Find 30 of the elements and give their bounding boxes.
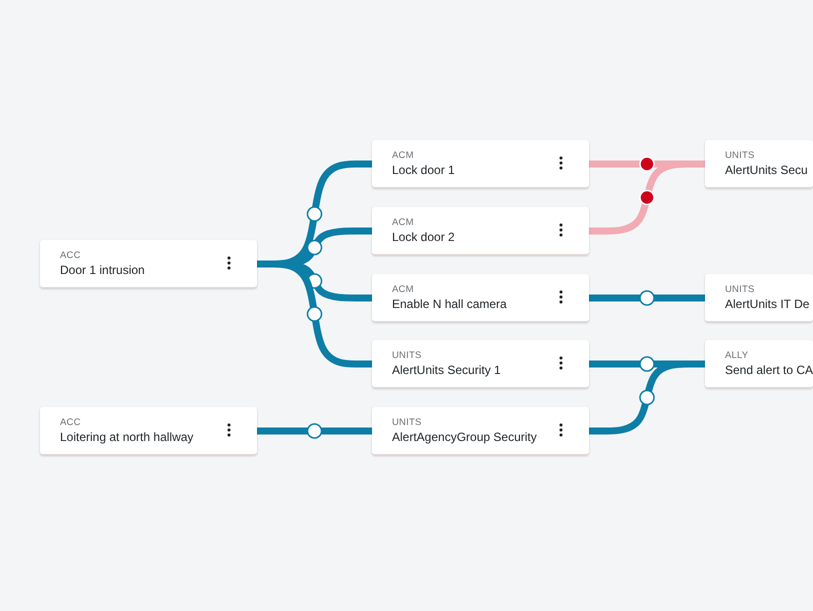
action-card bbox=[372, 340, 589, 388]
action-title: Lock door 1 bbox=[392, 163, 455, 177]
category-label: UNITS bbox=[725, 150, 754, 161]
action-card bbox=[705, 140, 813, 188]
action-card bbox=[705, 274, 813, 322]
action-card bbox=[372, 274, 589, 322]
category-label: UNITS bbox=[392, 350, 422, 361]
action-title: Lock door 2 bbox=[392, 230, 455, 244]
action-card bbox=[372, 207, 589, 255]
action-card bbox=[40, 240, 257, 288]
action-card bbox=[372, 140, 589, 188]
action-card bbox=[372, 407, 589, 455]
action-title: AlertUnits Security 1 bbox=[392, 363, 501, 377]
category-label: ACC bbox=[60, 417, 81, 428]
action-title: Loitering at north hallway bbox=[60, 430, 194, 444]
action-title: AlertAgencyGroup Security bbox=[392, 430, 537, 444]
action-title: Send alert to CA bbox=[725, 363, 813, 377]
category-label: ACM bbox=[392, 284, 414, 295]
category-label: ACM bbox=[392, 217, 414, 228]
action-title: AlertUnits IT De bbox=[725, 297, 810, 311]
action-title: Enable N hall camera bbox=[392, 297, 507, 311]
action-title: AlertUnits Secu bbox=[725, 163, 808, 177]
category-label: ACM bbox=[392, 150, 414, 161]
action-title: Door 1 intrusion bbox=[60, 263, 145, 277]
action-card bbox=[705, 340, 813, 388]
category-label: ALLY bbox=[725, 350, 748, 361]
category-label: ACC bbox=[60, 250, 81, 261]
category-label: UNITS bbox=[392, 417, 422, 428]
category-label: UNITS bbox=[725, 284, 754, 295]
action-card bbox=[40, 407, 257, 455]
